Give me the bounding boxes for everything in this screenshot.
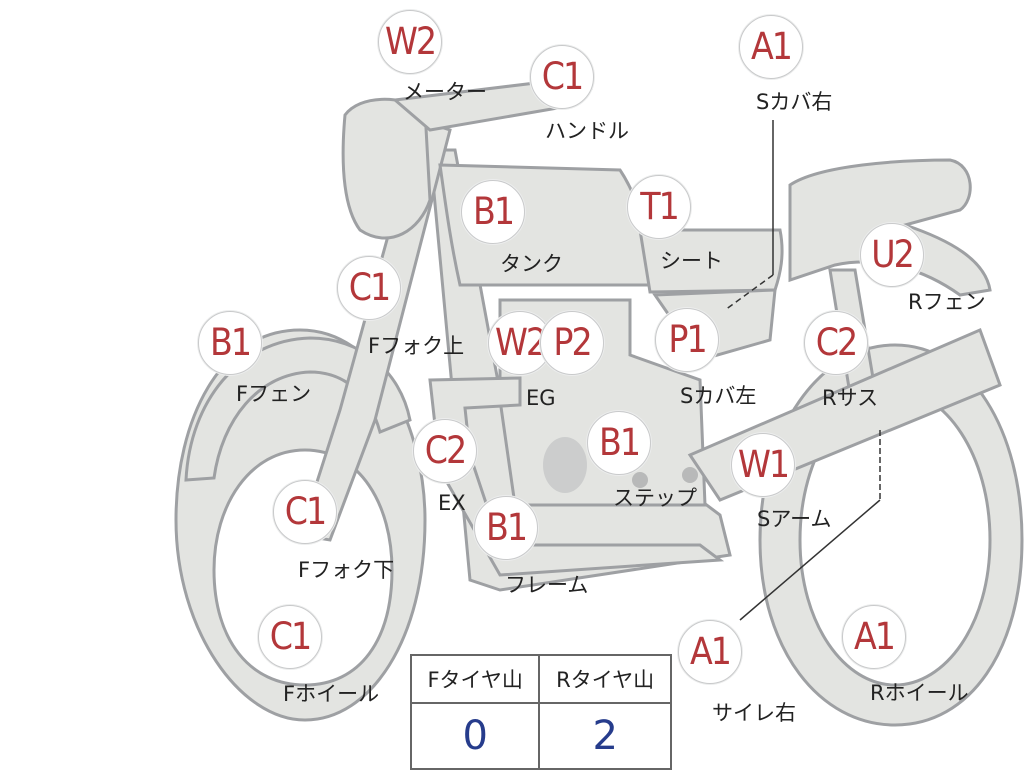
grade-badge-muffler-r: A1 — [678, 620, 742, 684]
tire-table-header-row: Fタイヤ山 Rタイヤ山 — [409, 654, 672, 704]
part-label-muffler-r: サイレ右 — [712, 701, 796, 725]
part-label-frame: フレーム — [505, 573, 589, 597]
grade-badge-r-fender: U2 — [860, 223, 924, 287]
grade-badge-ex: C2 — [413, 419, 477, 483]
grade-badge-meter: W2 — [378, 10, 442, 74]
headlight-shape — [341, 97, 432, 240]
grade-badge-frame: B1 — [474, 496, 538, 560]
part-label-r-wheel: Rホイール — [870, 681, 969, 705]
part-label-s-arm: Sアーム — [757, 507, 832, 531]
step-left-shape — [632, 472, 648, 488]
grade-badge-s-arm: W1 — [731, 433, 795, 497]
grade-badge-r-wheel: A1 — [842, 605, 906, 669]
grade-badge-step: B1 — [587, 411, 651, 475]
step-right-shape — [682, 467, 698, 483]
grade-badge-eg-p: P2 — [540, 311, 604, 375]
grade-badge-f-fork-up: C1 — [337, 256, 401, 320]
rear-tire-value: 2 — [538, 702, 672, 770]
rear-tire-header: Rタイヤ山 — [538, 654, 672, 704]
grade-badge-tank: B1 — [461, 180, 525, 244]
part-label-tank: タンク — [500, 252, 563, 276]
part-label-cover-r: Sカバ右 — [756, 90, 833, 114]
part-label-f-fork-down: Fフォク下 — [298, 558, 395, 582]
grade-badge-cover-r: A1 — [739, 15, 803, 79]
front-tire-value: 0 — [409, 702, 541, 770]
part-label-eg: EG — [526, 386, 556, 410]
grade-badge-cover-l: P1 — [655, 308, 719, 372]
part-label-ex: EX — [438, 491, 466, 515]
tire-table-value-row: 0 2 — [409, 702, 672, 770]
part-label-f-wheel: Fホイール — [283, 682, 380, 706]
grade-badge-r-sus: C2 — [804, 311, 868, 375]
part-label-step: ステップ — [613, 486, 697, 510]
grade-badge-seat: T1 — [627, 175, 691, 239]
leader-line-muffler-b — [739, 499, 881, 621]
part-label-r-sus: Rサス — [822, 386, 879, 410]
grade-badge-handle: C1 — [530, 45, 594, 109]
part-label-r-fender: Rフェン — [908, 290, 986, 314]
grade-badge-f-wheel: C1 — [258, 605, 322, 669]
part-label-handle: ハンドル — [545, 119, 629, 143]
part-label-seat: シート — [660, 249, 723, 273]
engine-cover-shape — [543, 437, 587, 493]
grade-badge-f-fender: B1 — [198, 311, 262, 375]
part-label-cover-l: Sカバ左 — [680, 384, 757, 408]
front-tire-header: Fタイヤ山 — [409, 654, 541, 704]
part-label-f-fork-up: Fフォク上 — [368, 334, 465, 358]
grade-badge-f-fork-down: C1 — [273, 480, 337, 544]
part-label-f-fender: Fフェン — [236, 382, 312, 406]
tire-tread-table: Fタイヤ山 Rタイヤ山 0 2 — [409, 654, 672, 770]
part-label-meter: メーター — [403, 80, 487, 104]
